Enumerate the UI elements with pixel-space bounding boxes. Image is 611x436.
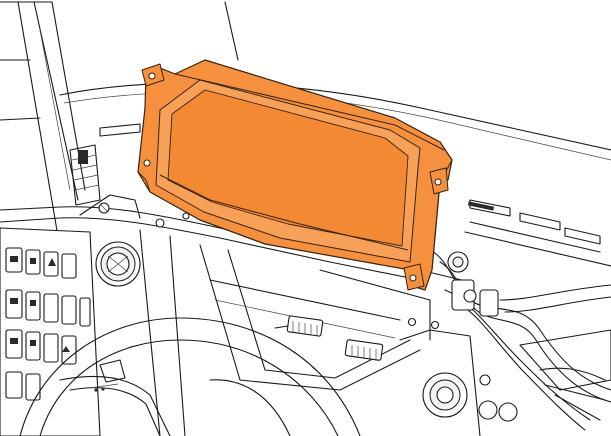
connector-lower bbox=[344, 339, 384, 361]
wiring-harness bbox=[429, 249, 611, 431]
left-round-vent bbox=[95, 241, 141, 287]
a-pillar bbox=[0, 1, 86, 261]
center-facia bbox=[139, 229, 431, 436]
housing-brackets bbox=[141, 63, 449, 291]
instrument-cluster-housing bbox=[137, 59, 453, 291]
left-switch-panel bbox=[0, 227, 101, 436]
steering-wheel bbox=[19, 317, 361, 436]
left-vent bbox=[69, 144, 101, 206]
defroster-slots bbox=[99, 123, 611, 267]
right-lower-dash bbox=[399, 329, 518, 436]
connector-upper bbox=[274, 315, 324, 337]
fasteners bbox=[98, 202, 440, 330]
